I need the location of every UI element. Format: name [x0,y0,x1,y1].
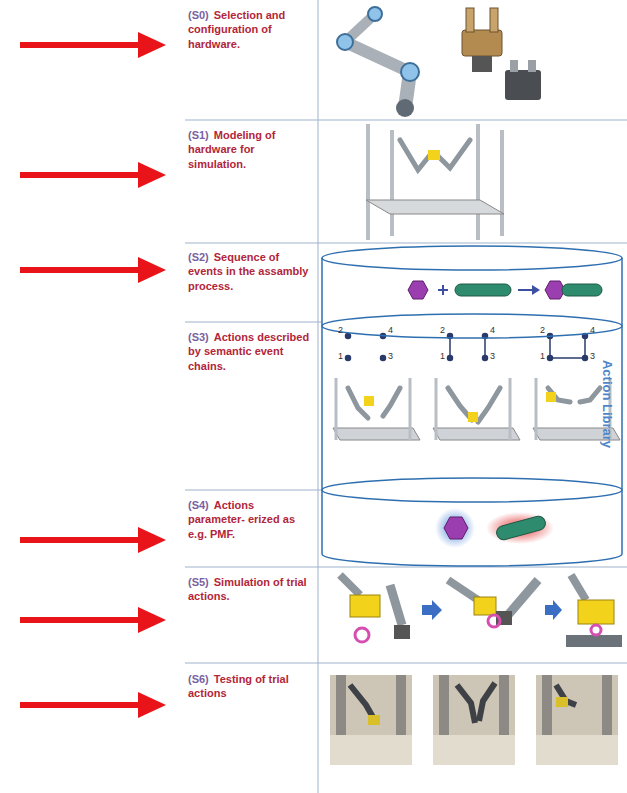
node-number: 2 [440,326,445,335]
cylinder-outline [320,244,626,568]
stage-step: (S6)Testing of trial actions [188,672,314,701]
step-number: (S6) [188,673,209,685]
stage-step: (S5)Simulation of trial actions. [188,575,314,604]
node-number: 4 [590,326,595,335]
simulation-frame [366,124,504,240]
simulation-frames [340,575,622,647]
step-number: (S3) [188,331,209,343]
stage-step: (S1)Modeling of hardware for simulation. [188,128,314,171]
step-number: (S4) [188,499,209,511]
test-photos [330,675,618,765]
assembly-sequence [408,281,602,299]
robot-cells [333,378,620,440]
grid-lines [185,0,627,793]
stage-step: (S0)Selection and configuration of hardw… [188,8,314,51]
node-number: 4 [490,326,495,335]
node-number: 3 [490,352,495,361]
library-cylinder: Action Library [320,244,626,568]
node-number: 1 [338,352,343,361]
node-number: 1 [440,352,445,361]
step-number: (S0) [188,9,209,21]
step-number: (S5) [188,576,209,588]
pmf-objects [435,508,554,548]
step-number: (S2) [188,251,209,263]
stage-step: (S2)Sequence of events in the assambly p… [188,250,314,293]
robot-arm [337,7,419,117]
node-number: 4 [388,326,393,335]
node-number: 1 [540,352,545,361]
stage-step: (S4)Actions parameter- erized as e.g. PM… [188,498,314,541]
step-number: (S1) [188,129,209,141]
stage-step: (S3)Actions described by semantic event … [188,330,314,373]
node-number: 2 [540,326,545,335]
red-arrows [20,32,166,718]
small-gripper [505,60,541,100]
node-number: 2 [338,326,343,335]
node-number: 3 [388,352,393,361]
node-number: 3 [590,352,595,361]
library-title: Action Library [600,360,615,448]
gripper [462,8,502,72]
